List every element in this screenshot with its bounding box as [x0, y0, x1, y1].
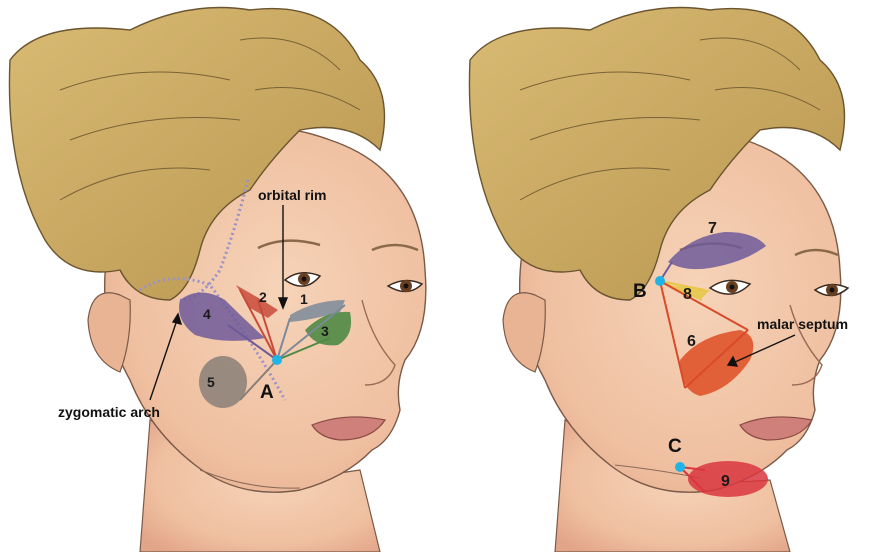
malar-septum-label: malar septum [757, 316, 848, 332]
left-ear [88, 293, 130, 372]
zygomatic-arch-label: zygomatic arch [58, 404, 160, 420]
region-9-label: 9 [721, 473, 730, 490]
region-1-label: 1 [300, 291, 308, 307]
orbital-rim-label: orbital rim [258, 187, 326, 203]
region-4-label: 4 [203, 306, 211, 322]
right-face: malar septum B C 6 7 8 9 [469, 8, 848, 552]
region-7-label: 7 [708, 220, 717, 237]
point-c-marker [675, 462, 685, 472]
left-face: orbital rim zygomatic arch A 1 2 3 4 5 [9, 8, 425, 552]
point-b-marker [655, 276, 665, 286]
region-3-label: 3 [321, 323, 329, 339]
point-a-marker [272, 355, 282, 365]
region-6-label: 6 [687, 333, 696, 350]
region-2-label: 2 [259, 289, 267, 305]
right-ear [503, 293, 545, 372]
region-5-label: 5 [207, 374, 215, 390]
region-8-label: 8 [683, 286, 692, 303]
point-b-label: B [633, 281, 647, 302]
point-a-label: A [260, 382, 274, 403]
point-c-label: C [668, 436, 682, 457]
